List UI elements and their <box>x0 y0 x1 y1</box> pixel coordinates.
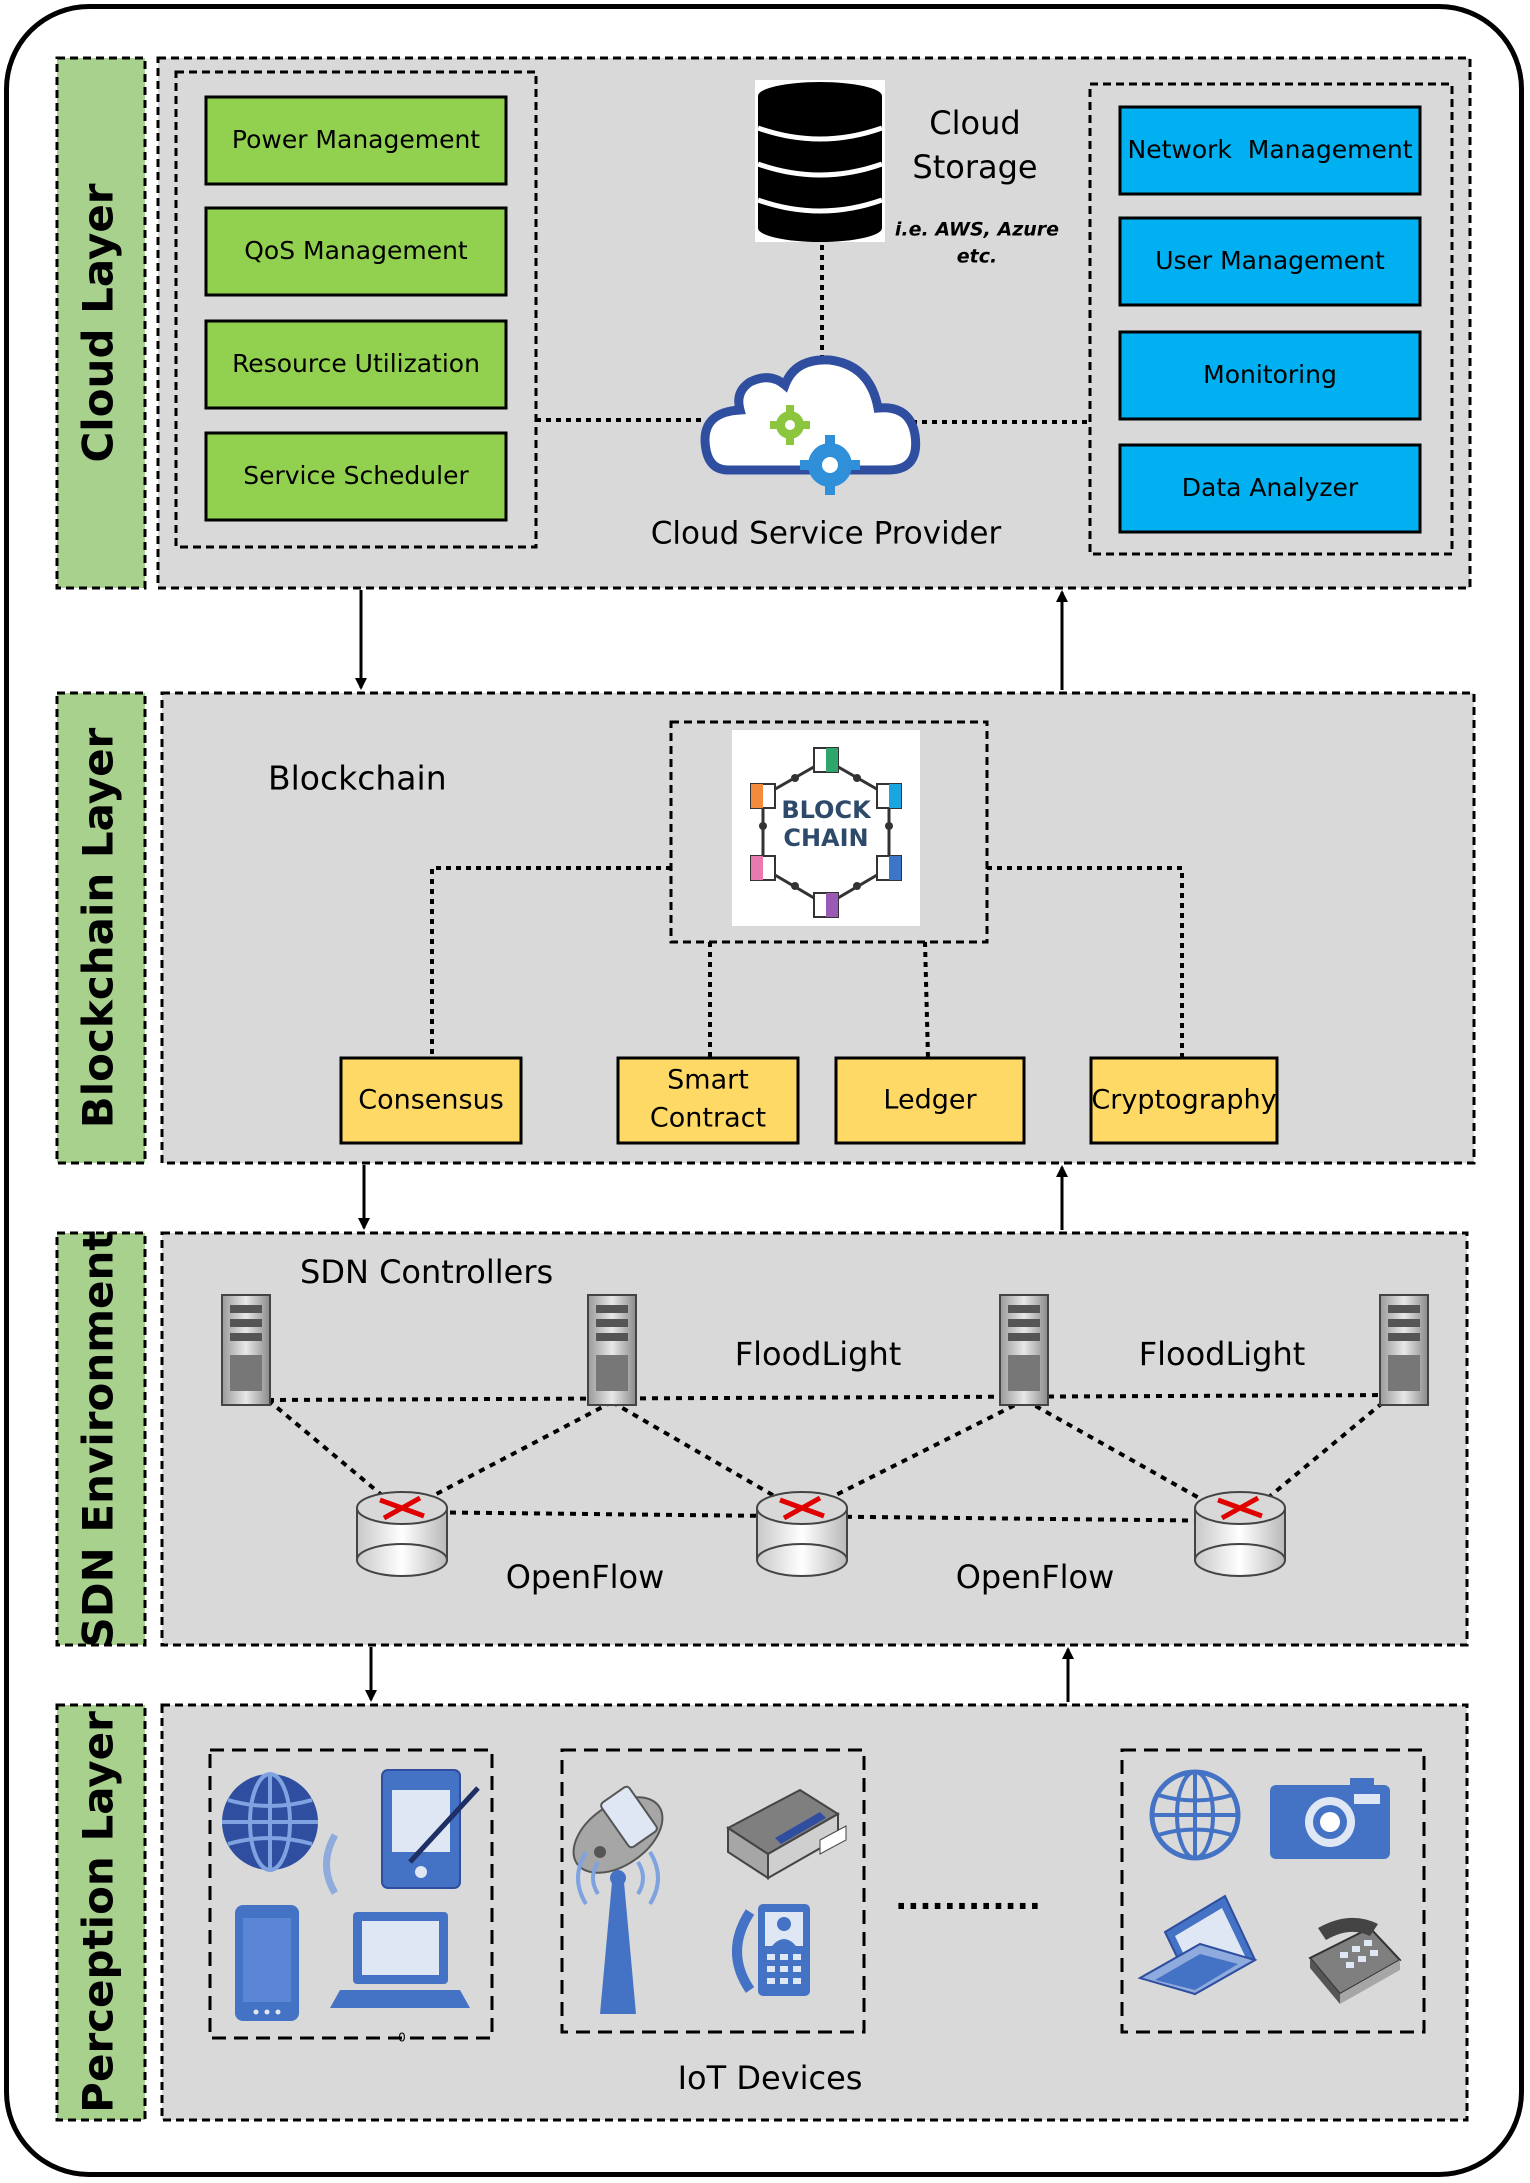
cloud-gears-icon <box>700 355 921 495</box>
video-phone-icon <box>732 1904 810 1996</box>
floodlight-label-1: FloodLight <box>735 1335 902 1373</box>
mobile-phone-icon <box>572 1785 664 1874</box>
blockchain-logo-text-2: CHAIN <box>783 824 868 852</box>
laptop-keyboard-icon <box>1137 1894 1258 1996</box>
cloud-storage-title-line1: Cloud <box>929 104 1020 142</box>
user-management-module: User Management <box>1118 216 1422 307</box>
iot-devices-label: IoT Devices <box>678 2059 863 2097</box>
smart-contract-label-line1: Smart <box>667 1065 749 1096</box>
cryptography-module: Cryptography <box>1089 1056 1279 1145</box>
perception-layer-label: Perception Layer <box>74 1711 123 2113</box>
cloud-storage-title-line2: Storage <box>912 148 1037 186</box>
cryptography-label: Cryptography <box>1091 1085 1276 1116</box>
camera-icon <box>1270 1778 1390 1859</box>
printer-scanner-icon <box>726 1788 847 1880</box>
smart-contract-module: Smart Contract <box>616 1056 800 1145</box>
device-group-1 <box>208 1748 494 2040</box>
consensus-module: Consensus <box>339 1056 523 1145</box>
power-management-module: Power Management <box>204 95 508 186</box>
stray-zero: 0 <box>398 2031 406 2045</box>
router-icon-2 <box>756 1491 848 1577</box>
cloud-storage-note-line2: etc. <box>957 246 997 268</box>
resource-utilization-label: Resource Utilization <box>232 349 480 378</box>
smart-contract-label-line2: Contract <box>650 1103 766 1134</box>
antenna-tower-icon <box>576 1850 660 2014</box>
layer-label-blockchain: Blockchain Layer <box>55 691 147 1165</box>
resource-utilization-module: Resource Utilization <box>204 319 508 410</box>
smartphone-icon <box>235 1905 299 2021</box>
sdn-layer-label: SDN Environment <box>74 1231 123 1648</box>
blockchain-title: Blockchain <box>268 759 447 798</box>
handset-icon <box>323 1833 339 1895</box>
blockchain-logo-icon: BLOCK CHAIN <box>732 730 920 926</box>
server-icon-3 <box>999 1294 1049 1406</box>
cloud-service-provider-label: Cloud Service Provider <box>651 516 1002 552</box>
monitoring-label: Monitoring <box>1203 360 1337 389</box>
qos-management-module: QoS Management <box>204 206 508 297</box>
network-management-module: Network Management <box>1118 105 1422 196</box>
openflow-label-2: OpenFlow <box>956 1558 1115 1596</box>
consensus-label: Consensus <box>358 1085 504 1116</box>
blockchain-core-group <box>669 720 989 944</box>
sdn-controllers-label: SDN Controllers <box>300 1253 553 1291</box>
database-icon <box>755 80 885 242</box>
ellipsis-dots: ............ <box>895 1879 1041 1917</box>
pda-stylus-icon <box>381 1769 480 1889</box>
ledger-label: Ledger <box>883 1085 977 1116</box>
qos-management-label: QoS Management <box>244 236 468 265</box>
server-icon-2 <box>587 1294 637 1406</box>
user-management-label: User Management <box>1155 246 1385 275</box>
data-analyzer-label: Data Analyzer <box>1182 473 1359 502</box>
server-icon-4 <box>1379 1294 1429 1406</box>
cloud-left-group <box>174 70 538 549</box>
layer-label-perception: Perception Layer <box>55 1703 147 2122</box>
blockchain-logo-text-1: BLOCK <box>781 796 872 824</box>
network-management-label: Network Management <box>1128 135 1413 164</box>
desk-telephone-icon <box>1308 1917 1402 2004</box>
cryptography-connector <box>987 866 1184 1058</box>
globe-icon <box>222 1772 318 1872</box>
ledger-module: Ledger <box>834 1056 1026 1145</box>
openflow-label-1: OpenFlow <box>506 1558 665 1596</box>
laptop-icon <box>330 1912 470 2008</box>
sdn-panel <box>160 1231 1469 1647</box>
router-icon-1 <box>356 1491 448 1577</box>
power-management-label: Power Management <box>232 125 480 154</box>
outer-frame <box>4 4 1524 2177</box>
monitoring-module: Monitoring <box>1118 330 1422 421</box>
server-icon-1 <box>221 1294 271 1406</box>
cloud-storage-note-line1: i.e. AWS, Azure <box>895 219 1059 241</box>
globe-outline-icon <box>1149 1769 1241 1861</box>
data-analyzer-module: Data Analyzer <box>1118 443 1422 534</box>
layer-label-sdn: SDN Environment <box>55 1231 147 1648</box>
service-scheduler-module: Service Scheduler <box>204 431 508 522</box>
layer-label-cloud: Cloud Layer <box>55 56 147 590</box>
device-group-2 <box>560 1748 866 2034</box>
floodlight-label-2: FloodLight <box>1139 1335 1306 1373</box>
router-icon-3 <box>1194 1491 1286 1577</box>
device-group-3 <box>1120 1748 1426 2034</box>
cloud-layer-label: Cloud Layer <box>74 183 123 462</box>
blockchain-layer-label: Blockchain Layer <box>74 727 123 1128</box>
service-scheduler-label: Service Scheduler <box>243 461 469 490</box>
